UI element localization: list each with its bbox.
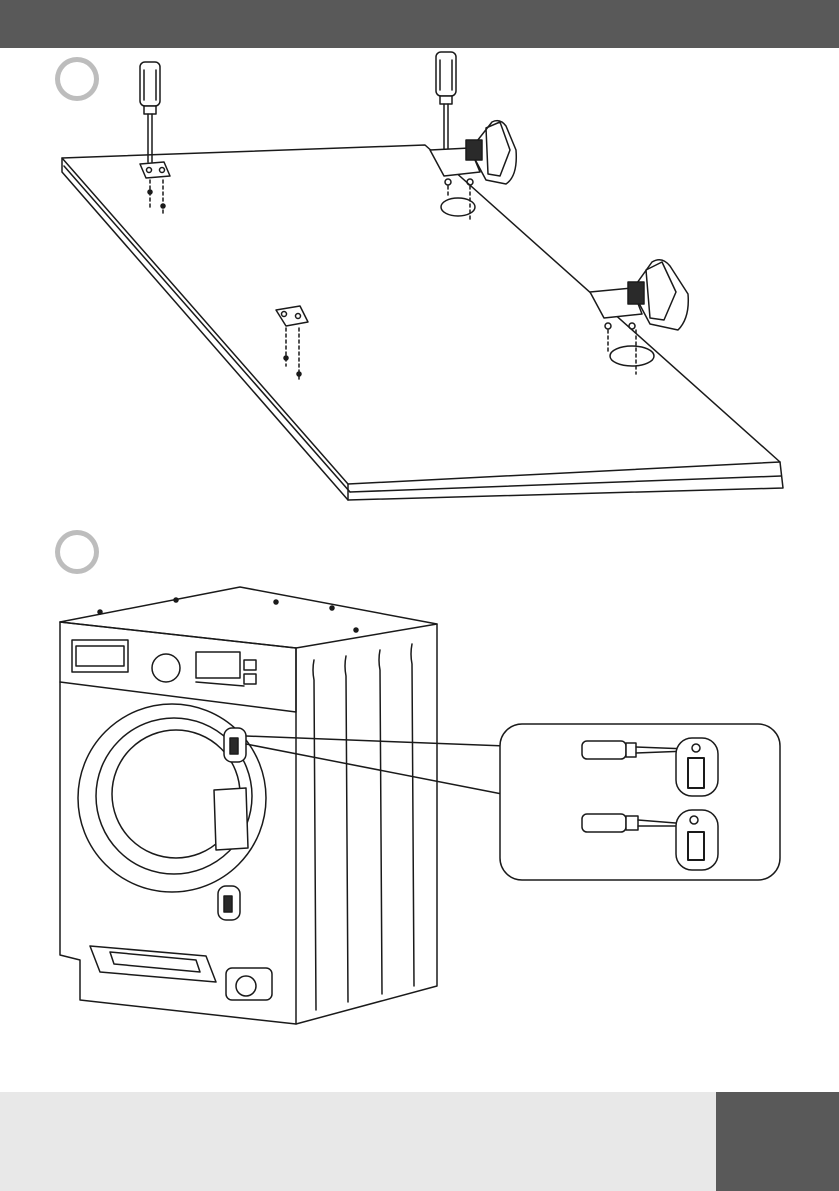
screwdriver-icon xyxy=(436,52,456,150)
detail-zoom-box xyxy=(500,724,780,880)
callout-lines xyxy=(246,736,506,794)
screwdriver-icon xyxy=(140,62,160,162)
footer-band xyxy=(0,1092,716,1191)
footer-tab xyxy=(716,1092,839,1191)
washing-machine xyxy=(60,587,437,1024)
